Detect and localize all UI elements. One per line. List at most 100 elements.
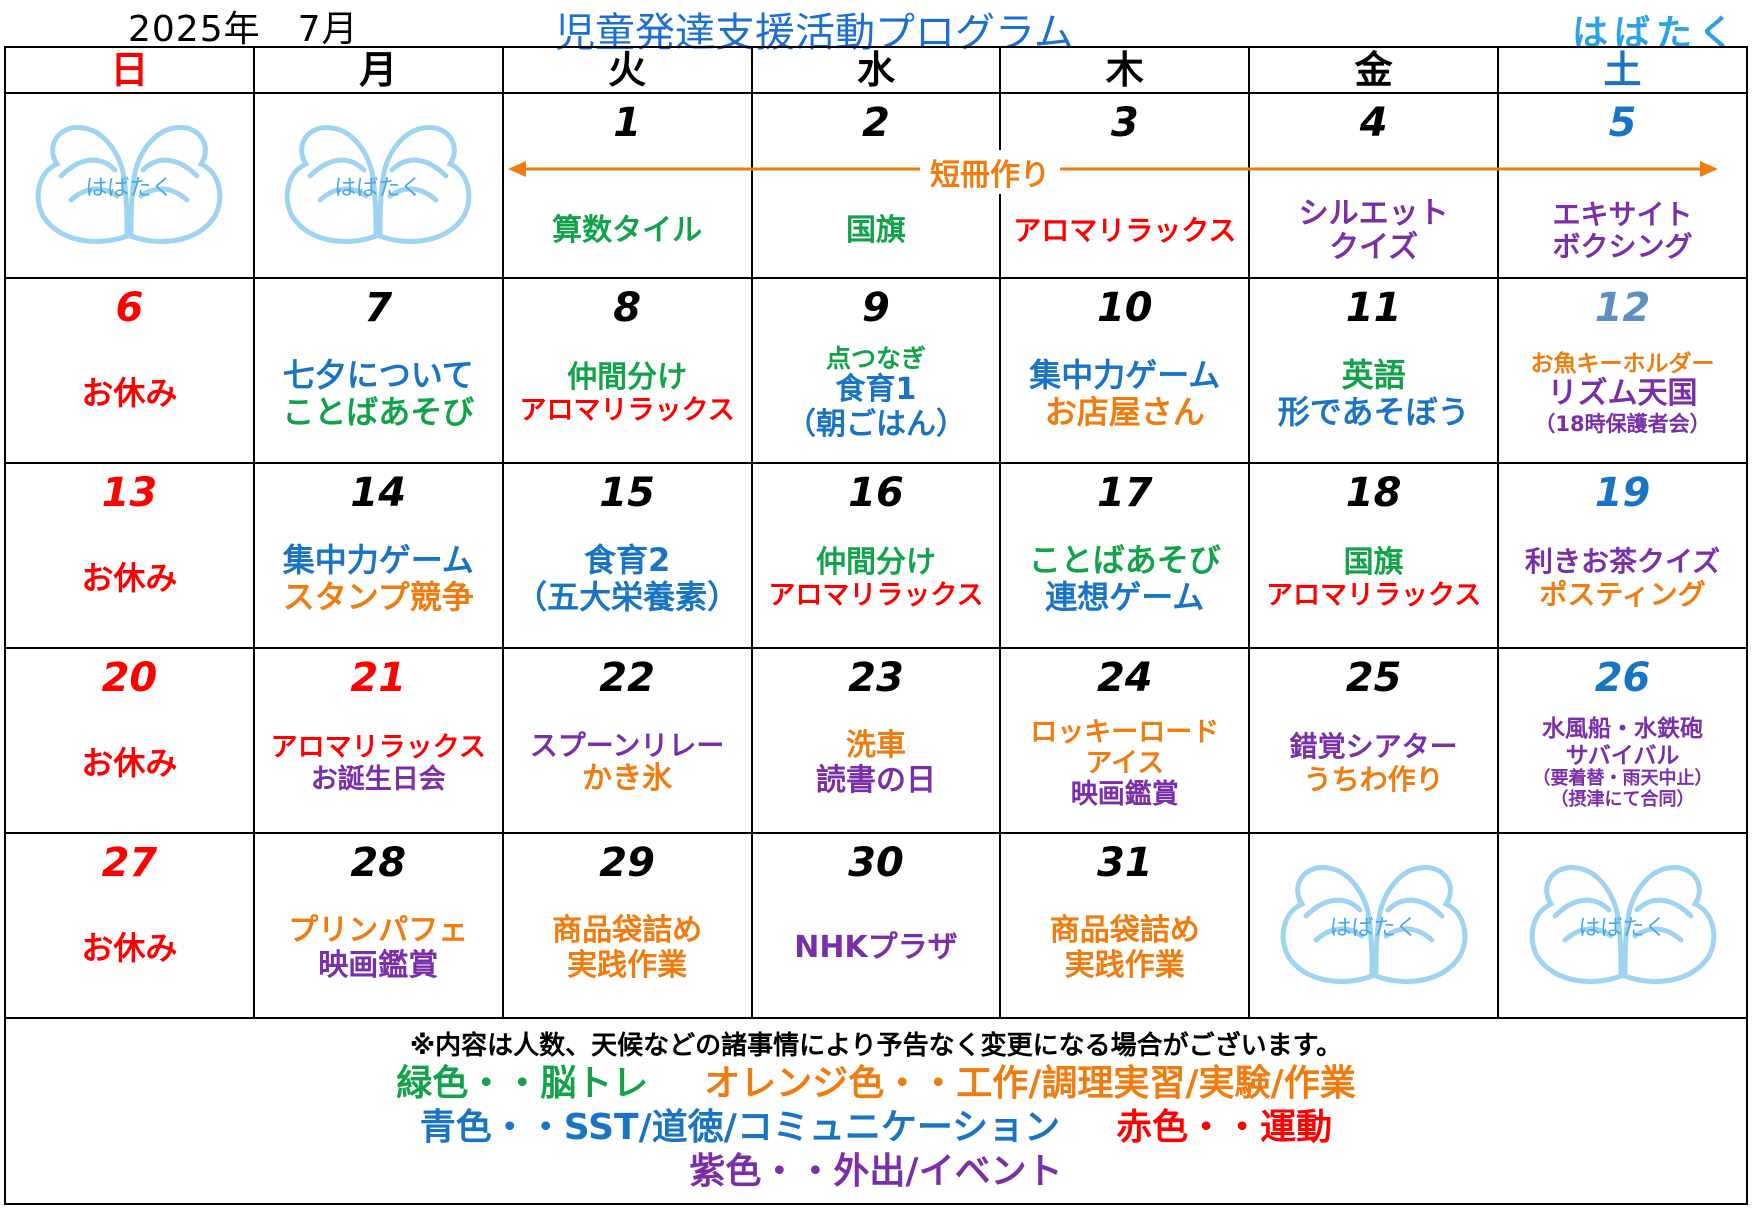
weekday-header-row: 日月火水木金土: [4, 46, 1748, 94]
page-header: 2025年 7月 児童発達支援活動プログラム はばたく: [0, 0, 1754, 56]
activity-list: アロマリラックスお誕生日会: [255, 699, 502, 828]
activity-item: 商品袋詰め: [1049, 913, 1200, 948]
activity-item: かき氷: [582, 761, 673, 797]
activity-list: 利きお茶クイズポスティング: [1499, 514, 1746, 643]
activity-list: 七夕についてことばあそび: [255, 329, 502, 458]
butterfly-logo-icon: はばたく: [1276, 856, 1472, 996]
day-number: 18: [1345, 470, 1402, 516]
color-legend: 緑色・・脳トレオレンジ色・・工作/調理実習/実験/作業青色・・SST/道徳/コミ…: [6, 1062, 1746, 1194]
activity-list: 国旗アロマリラックス: [1250, 514, 1497, 643]
weekday-header: 火: [501, 46, 753, 94]
legend-item: 緑色・・脳トレ: [396, 1063, 649, 1104]
day-number: 17: [1096, 470, 1153, 516]
activity-item: 国旗: [1343, 544, 1404, 580]
weekday-header: 土: [1497, 46, 1748, 94]
activity-item: ロッキーロード: [1030, 716, 1220, 748]
activity-item: 商品袋詰め: [552, 913, 703, 948]
activity-item: ことばあそび: [282, 392, 475, 431]
weekday-header: 月: [252, 46, 504, 94]
butterfly-logo-label: はばたく: [85, 175, 174, 201]
butterfly-logo-label: はばたく: [334, 175, 423, 201]
empty-day-cell: はばたく: [4, 92, 255, 279]
activity-item: お休み: [81, 559, 178, 598]
butterfly-logo-label: はばたく: [1578, 915, 1667, 941]
activity-list: 国旗: [753, 189, 1000, 273]
day-number: 2: [862, 100, 890, 146]
activity-item: 映画鑑賞: [1070, 779, 1179, 811]
activity-item: 食育1: [835, 372, 917, 408]
activity-list: 点つなぎ食育1（朝ごはん）: [753, 329, 1000, 458]
activity-item: 実践作業: [1064, 947, 1185, 983]
activity-item: リズム天国: [1547, 376, 1698, 412]
activity-list: 算数タイル: [504, 189, 751, 273]
day-number: 5: [1608, 100, 1637, 146]
legend-item: 青色・・SST/道徳/コミュニケーション: [419, 1107, 1061, 1148]
activity-item: クイズ: [1329, 230, 1419, 265]
activity-list: 仲間分けアロマリラックス: [504, 329, 751, 458]
activity-list: 錯覚シアターうちわ作り: [1250, 699, 1497, 828]
activity-list: お休み: [6, 699, 253, 828]
activity-item: 水風船・水鉄砲: [1542, 716, 1704, 743]
activity-list: お魚キーホルダーリズム天国（18時保護者会）: [1499, 329, 1746, 458]
weekday-header: 日: [4, 46, 255, 94]
activity-item: 集中力ゲーム: [1029, 355, 1221, 394]
day-number: 6: [115, 285, 144, 331]
activity-list: エキサイトボクシング: [1499, 189, 1746, 273]
activity-item: 実践作業: [567, 947, 688, 983]
day-number: 29: [599, 840, 655, 886]
day-number: 8: [613, 285, 642, 331]
activity-item: お誕生日会: [310, 763, 446, 795]
legend-item: 赤色・・運動: [1116, 1107, 1333, 1148]
day-number: 24: [1096, 655, 1153, 701]
butterfly-logo-icon: はばたく: [1525, 856, 1721, 996]
activity-item: 形であそぼう: [1277, 392, 1470, 431]
activity-item: 利きお茶クイズ: [1524, 545, 1721, 579]
activity-item: 集中力ゲーム: [282, 540, 474, 579]
activity-item: 点つなぎ: [825, 343, 926, 373]
activity-list: 食育2（五大栄養素）: [504, 514, 751, 643]
day-number: 25: [1345, 655, 1402, 701]
day-number: 12: [1594, 285, 1651, 331]
day-number: 15: [599, 470, 655, 516]
activity-item: 洗車: [845, 728, 906, 763]
activity-list: ロッキーロードアイス映画鑑賞: [1001, 699, 1248, 828]
activity-item: お休み: [81, 374, 178, 413]
day-number: 11: [1345, 285, 1402, 331]
activity-list: シルエットクイズ: [1250, 189, 1497, 273]
legend-item: 紫色・・外出/イベント: [689, 1151, 1063, 1192]
day-number: 21: [350, 655, 407, 701]
activity-item: 算数タイル: [552, 212, 703, 248]
weekday-header: 木: [999, 46, 1251, 94]
activity-list: プリンパフェ映画鑑賞: [255, 884, 502, 1013]
activity-list: 仲間分けアロマリラックス: [753, 514, 1000, 643]
activity-list: 集中力ゲームお店屋さん: [1001, 329, 1248, 458]
day-cell: 6 お休み: [4, 277, 255, 464]
day-number: 9: [862, 285, 890, 331]
activity-item: ことばあそび: [1028, 540, 1221, 579]
activity-item: 映画鑑賞: [318, 947, 439, 983]
day-number: 1: [613, 100, 642, 146]
activity-item: （朝ごはん）: [785, 406, 966, 442]
activity-list: 水風船・水鉄砲サバイバル（要着替・雨天中止）（摂津にて合同）: [1499, 699, 1746, 828]
activity-item: （摂津にて合同）: [1550, 788, 1695, 810]
activity-item: NHKプラザ: [794, 930, 958, 966]
day-number: 26: [1594, 655, 1651, 701]
span-arrow-icon: [508, 161, 1718, 177]
day-cell: 29 商品袋詰め実践作業: [501, 832, 753, 1019]
